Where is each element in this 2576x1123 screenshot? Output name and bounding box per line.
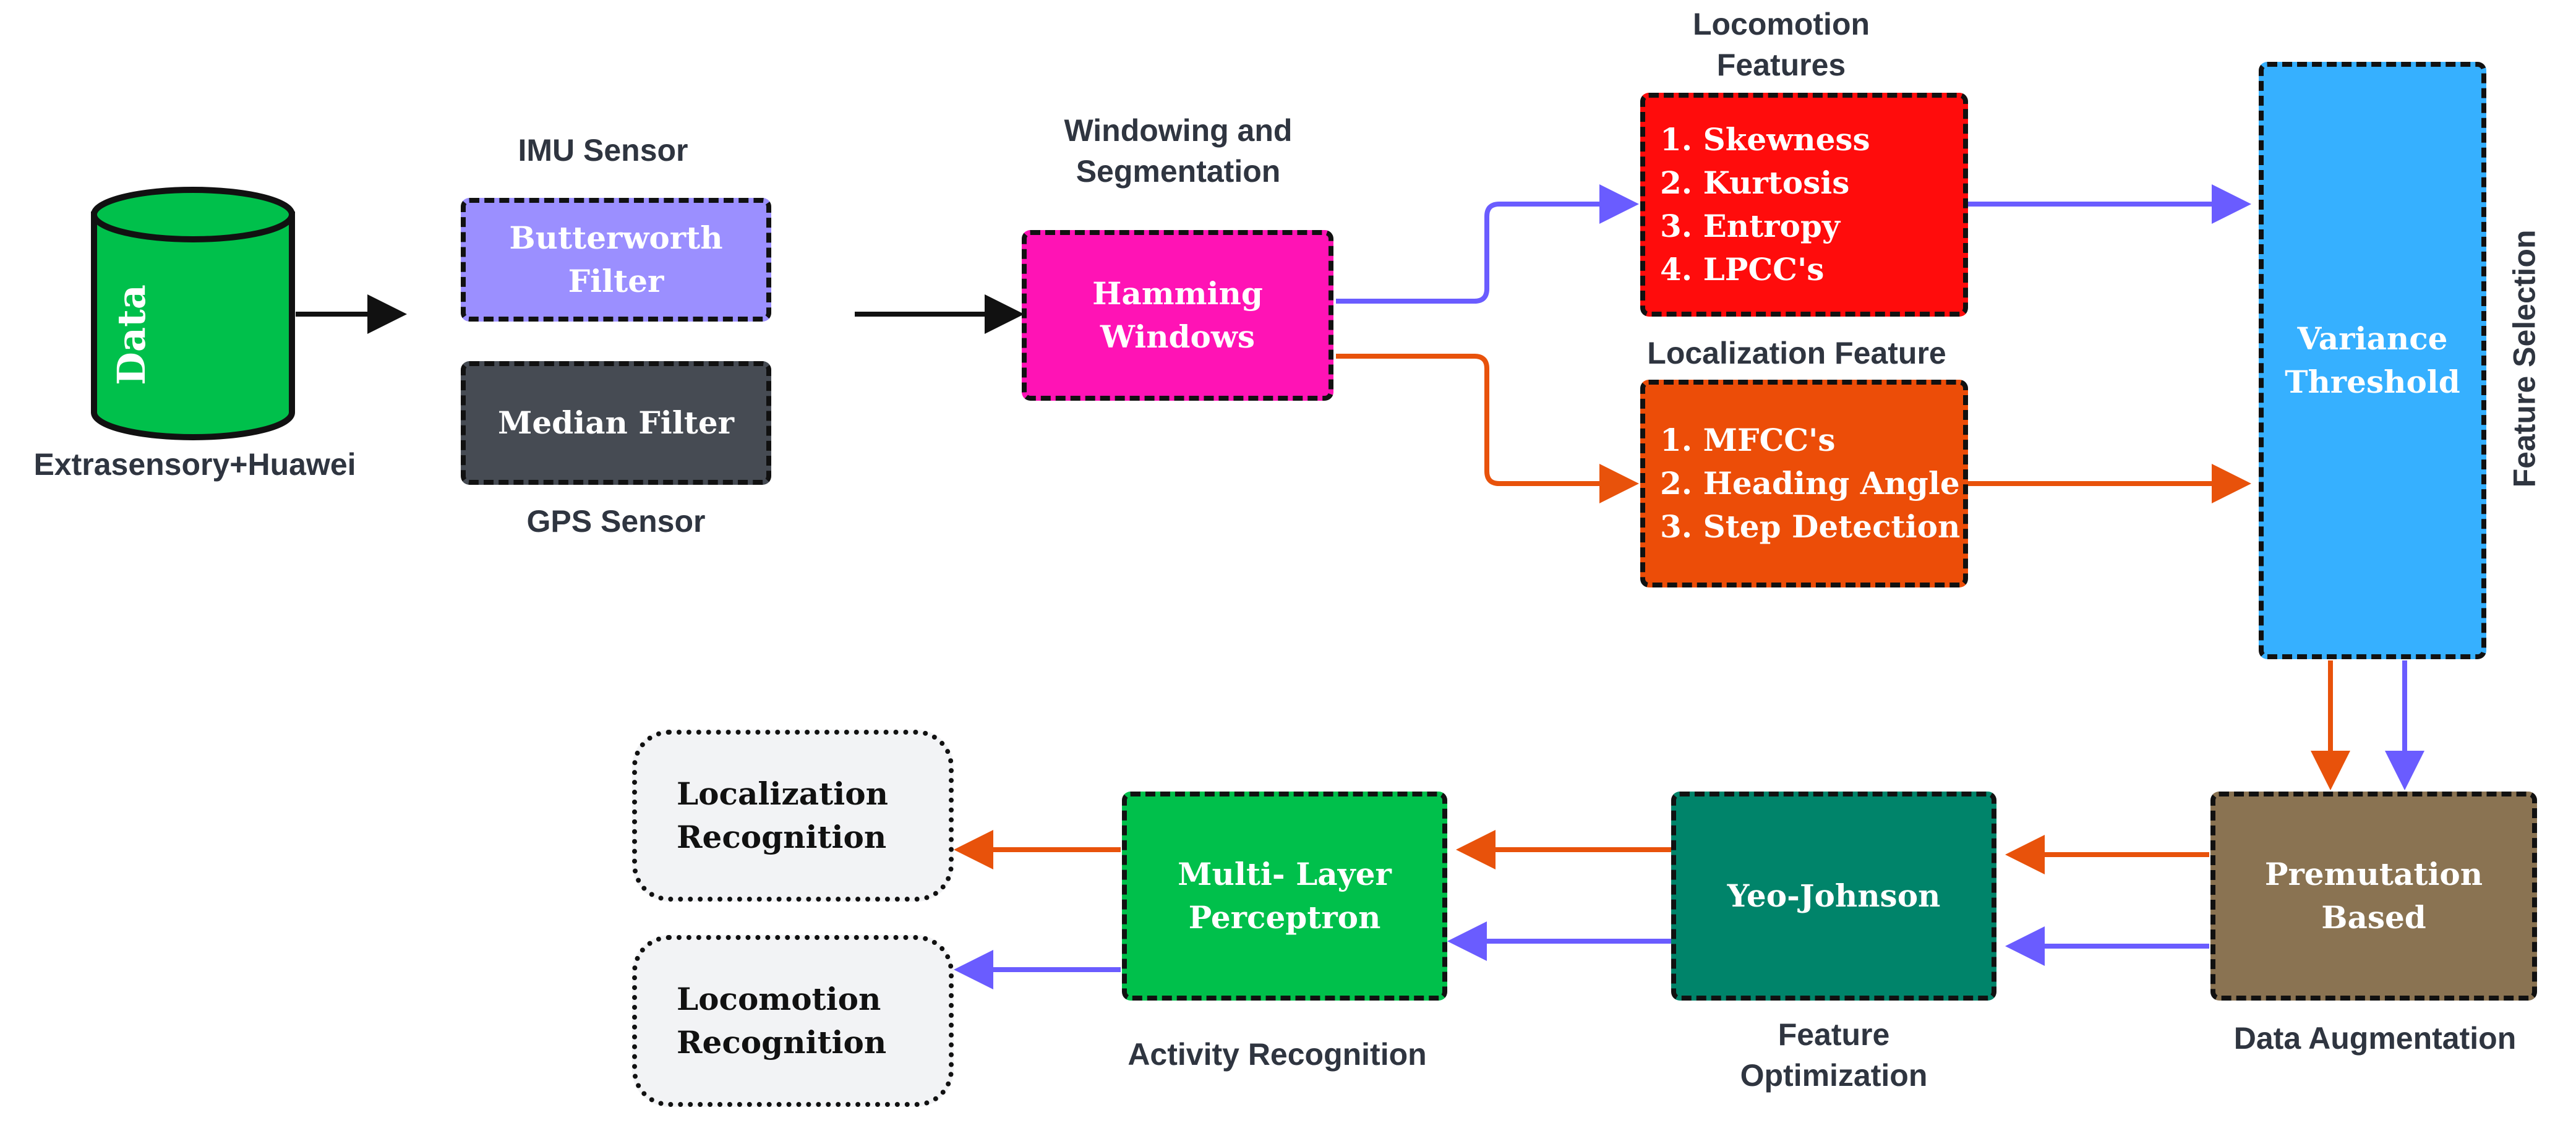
data-cylinder: [91, 187, 295, 440]
locomotion-recognition-output: Locomotion Recognition: [632, 935, 954, 1107]
locomotion-features-box: 1. Skewness 2. Kurtosis 3. Entropy 4. LP…: [1640, 93, 1968, 317]
data-augmentation-label: Data Augmentation: [2233, 1021, 2517, 1056]
localization-feature-label: Localization Feature: [1647, 336, 1946, 370]
windowing-label: Windowing and Segmentation: [1064, 113, 1293, 189]
yeo-johnson-box: Yeo-Johnson: [1671, 792, 1996, 1001]
cylinder-body: [91, 211, 295, 440]
feature-optimization-label: Feature Optimization: [1740, 1017, 1928, 1093]
arrow-hamming-to-localization: [1336, 354, 1639, 503]
permutation-based-box: Premutation Based: [2210, 792, 2537, 1001]
locomotion-features-label: Locomotion Features: [1692, 7, 1870, 82]
feature-selection-label: Feature Selection: [2507, 229, 2542, 488]
imu-sensor-label: IMU Sensor: [518, 133, 688, 168]
localization-features-box: 1. MFCC's 2. Heading Angle 3. Step Detec…: [1640, 380, 1968, 587]
activity-recognition-label: Activity Recognition: [1128, 1037, 1427, 1072]
gps-sensor-label: GPS Sensor: [526, 504, 706, 539]
data-source-caption: Extrasensory+Huawei: [33, 447, 356, 482]
median-filter-box: Median Filter: [461, 361, 771, 485]
butterworth-filter-box: Butterworth Filter: [461, 198, 771, 322]
multi-layer-perceptron-box: Multi- Layer Perceptron: [1122, 792, 1447, 1001]
data-cylinder-label: Data: [94, 211, 168, 458]
feature-selection-label-wrap: Feature Selection: [2493, 186, 2555, 532]
data-cylinder-text: Data: [108, 284, 154, 385]
localization-recognition-output: Localization Recognition: [632, 730, 954, 902]
hamming-windows-box: Hamming Windows: [1022, 230, 1333, 401]
arrow-hamming-to-locomotion: [1336, 184, 1639, 304]
cylinder-top: [91, 187, 295, 242]
variance-threshold-box: Variance Threshold: [2259, 62, 2486, 659]
